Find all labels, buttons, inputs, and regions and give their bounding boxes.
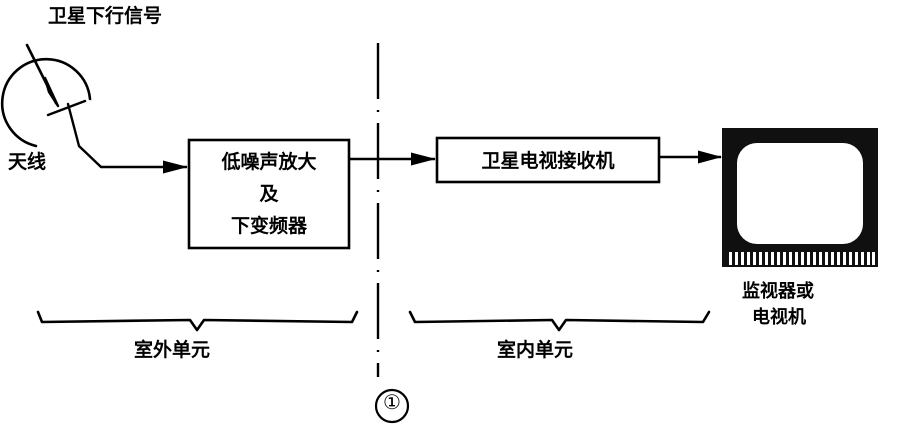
- dish-reflector-arc: [0, 57, 92, 148]
- tv-vent-grille: [729, 252, 875, 265]
- block-lnb-line2: 及: [259, 183, 279, 205]
- block-lnb-line1: 低噪声放大: [221, 151, 317, 173]
- arrowhead: [163, 160, 188, 174]
- downlink-ray-arrowhead: [43, 76, 60, 108]
- link-receiver-to-monitor: [659, 150, 722, 164]
- monitor-label-line2: 电视机: [752, 307, 806, 328]
- feed-support-strut: [46, 99, 87, 117]
- monitor-label-line1: 监视器或: [742, 281, 814, 302]
- block-receiver: [435, 136, 661, 184]
- figure-number-label: ①: [383, 390, 401, 414]
- antenna-mast: [77, 144, 103, 169]
- tv-screen: [737, 143, 863, 244]
- arrowhead: [698, 150, 722, 164]
- link-antenna-to-lnb: [101, 160, 188, 174]
- indoor-unit-label: 室内单元: [497, 339, 574, 361]
- block-receiver-label: 卫星电视接收机: [481, 150, 615, 172]
- brace-indoor: [408, 310, 711, 332]
- downlink-signal-label: 卫星下行信号: [48, 5, 163, 27]
- feed-horn-arm: [66, 102, 81, 148]
- block-lnb: [187, 138, 351, 250]
- block-lnb-line3: 下变频器: [230, 215, 307, 237]
- monitor-tv-device: [722, 128, 878, 267]
- brace-outdoor: [36, 310, 359, 332]
- arrowhead: [411, 152, 436, 166]
- outdoor-unit-label: 室外单元: [134, 339, 211, 361]
- link-lnb-to-receiver: [349, 152, 436, 166]
- antenna-label: 天线: [8, 151, 47, 173]
- figure-number-circle: [374, 388, 410, 424]
- antenna-group: [0, 43, 103, 169]
